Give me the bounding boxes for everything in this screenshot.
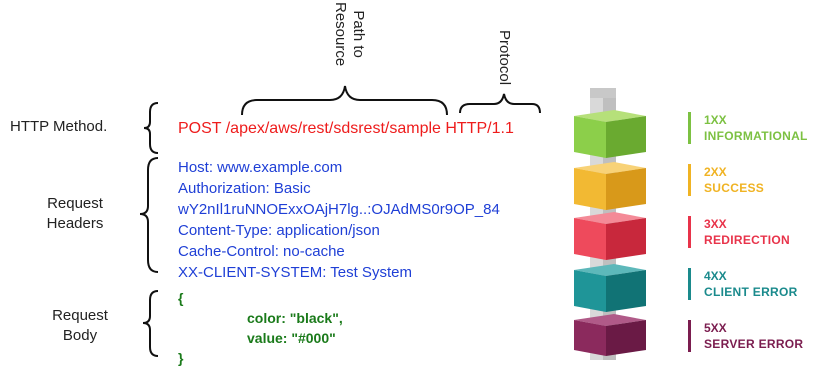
status-legend-5xx: 5XX SERVER ERROR xyxy=(688,320,828,354)
method-brace xyxy=(143,102,159,154)
status-cube-tower xyxy=(574,88,646,360)
request-headers-label: Request Headers xyxy=(30,194,120,234)
request-line: POST /apex/aws/rest/sdsrest/sample HTTP/… xyxy=(178,120,542,142)
request-body: { color: "black", value: "#000" } xyxy=(178,288,478,368)
header-line: Cache-Control: no-cache xyxy=(178,243,345,260)
status-legend-3xx: 3XX REDIRECTION xyxy=(688,216,828,250)
status-legend-4xx: 4XX CLIENT ERROR xyxy=(688,268,828,302)
cube-1xx xyxy=(574,110,646,158)
cube-3xx xyxy=(574,212,646,260)
headers-brace xyxy=(139,157,159,273)
request-body-line1: Request xyxy=(52,307,108,324)
request-headers-line2: Headers xyxy=(46,215,104,232)
status-name-2xx: SUCCESS xyxy=(704,181,765,195)
header-line: XX-CLIENT-SYSTEM: Test System xyxy=(178,264,412,281)
header-line: Content-Type: application/json xyxy=(178,222,380,239)
request-headers: Host: www.example.com Authorization: Bas… xyxy=(178,157,542,285)
body-line: color: "black", xyxy=(247,310,343,326)
status-bar-3xx xyxy=(688,216,691,248)
request-body-label: Request Body xyxy=(35,306,125,346)
status-code-5xx: 5XX xyxy=(704,321,727,335)
header-line: wY2nIl1ruNNOExxOAjH7lg..:OJAdMS0r9OP_84 xyxy=(178,201,500,218)
status-code-4xx: 4XX xyxy=(704,269,727,283)
request-method-path: POST /apex/aws/rest/sdsrest/sample xyxy=(178,120,441,137)
protocol-brace xyxy=(459,93,541,114)
body-close-brace: } xyxy=(178,350,184,366)
status-name-4xx: CLIENT ERROR xyxy=(704,285,798,299)
request-body-line2: Body xyxy=(62,327,98,344)
path-label-line1: Path to xyxy=(350,10,367,58)
header-line: Host: www.example.com xyxy=(178,159,343,176)
protocol-label: Protocol xyxy=(496,30,513,86)
path-brace xyxy=(241,85,448,116)
status-bar-2xx xyxy=(688,164,691,196)
path-to-resource-label: Path to Resource xyxy=(331,2,367,66)
header-line: Authorization: Basic xyxy=(178,180,311,197)
cube-4xx xyxy=(574,264,646,312)
http-method-label: HTTP Method. xyxy=(10,118,108,135)
status-name-5xx: SERVER ERROR xyxy=(704,337,804,351)
status-bar-1xx xyxy=(688,112,691,144)
path-label-line2: Resource xyxy=(332,2,349,67)
status-code-3xx: 3XX xyxy=(704,217,727,231)
status-name-1xx: INFORMATIONAL xyxy=(704,129,808,143)
status-code-2xx: 2XX xyxy=(704,165,727,179)
cube-connector xyxy=(590,88,616,98)
body-line: value: "#000" xyxy=(247,330,336,346)
cube-2xx xyxy=(574,162,646,210)
request-headers-line1: Request xyxy=(47,195,103,212)
status-legend-1xx: 1XX INFORMATIONAL xyxy=(688,112,828,146)
body-open-brace: { xyxy=(178,290,184,306)
status-name-3xx: REDIRECTION xyxy=(704,233,790,247)
status-bar-5xx xyxy=(688,320,691,352)
status-legend-2xx: 2XX SUCCESS xyxy=(688,164,828,198)
request-protocol: HTTP/1.1 xyxy=(445,120,514,137)
status-code-1xx: 1XX xyxy=(704,113,727,127)
body-brace xyxy=(142,290,159,357)
status-bar-4xx xyxy=(688,268,691,300)
cube-5xx xyxy=(574,314,646,356)
